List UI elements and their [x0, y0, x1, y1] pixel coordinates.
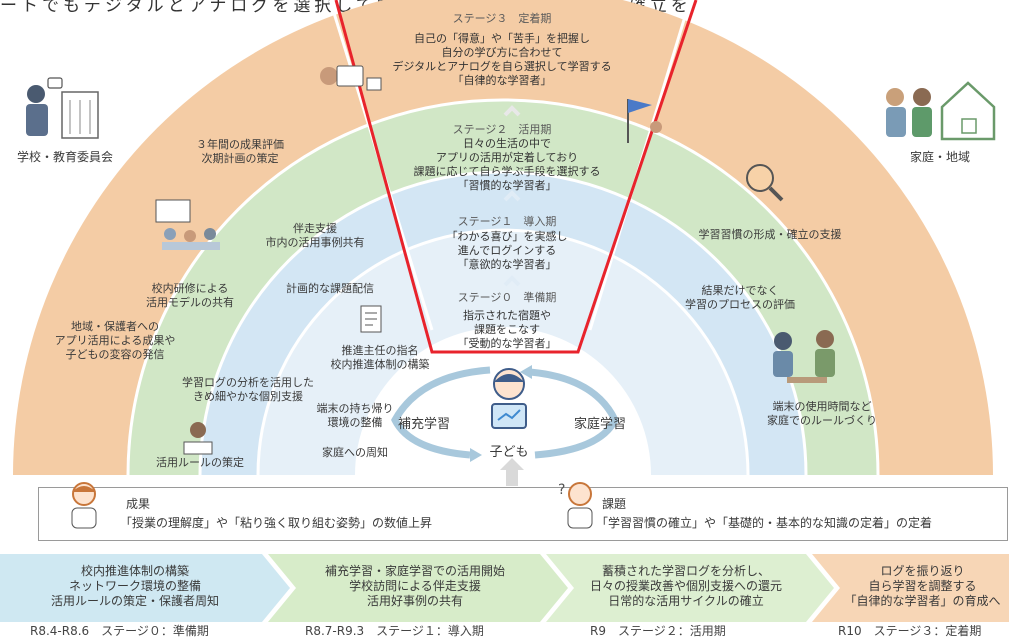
habit-item: 学習習慣の形成・確立の支援	[698, 228, 842, 241]
stage2-title: ステージ２ 活用期	[452, 123, 552, 136]
coordinator-item: 推進主任の指名 校内推進体制の構築	[330, 344, 430, 371]
up-arrow	[500, 458, 524, 486]
highlight-outline	[334, 0, 698, 354]
result-text: 「授業の理解度」や「粘り強く取り組む姿勢」の数値上昇	[120, 516, 433, 530]
child-icon	[484, 366, 534, 436]
issue-text: 「学習習慣の確立」や「基礎的・基本的な知識の定着」の定着	[596, 516, 933, 530]
result-label: 成果	[126, 497, 151, 511]
eval-item: ３年間の成果評価 次期計画の策定	[196, 138, 284, 165]
result-person-icon	[62, 478, 106, 530]
phase-label-4: R10 ステージ３：定着期	[838, 624, 982, 638]
rules-item: 活用ルールの策定	[156, 456, 244, 469]
flag-climber-illustration	[622, 95, 666, 145]
process-item: 結果だけでなく 学習のプロセスの評価	[685, 284, 795, 311]
roadmap-step-3-shape	[546, 554, 834, 622]
roadmap-step-4-shape	[812, 554, 1009, 622]
student-tablet-illustration	[315, 60, 395, 110]
school-label: 学校・教育委員会	[16, 150, 113, 164]
supplement-arrow	[391, 366, 491, 459]
writing-child-illustration	[178, 420, 218, 458]
roadmap-chevrons	[0, 554, 1009, 622]
magnifier-icon	[742, 160, 786, 204]
roadmap-step-2: 補充学習・家庭学習での活用開始 学校訪問による伴走支援 活用好事例の共有	[324, 564, 505, 608]
child-label: 子ども	[489, 445, 529, 460]
community-item: 地域・保護者への アプリ活用による成果や 子どもの変容の発信	[54, 320, 176, 361]
home-icon	[880, 75, 1000, 145]
planned-item: 計画的な課題配信	[286, 282, 374, 295]
roadmap-step-1: 校内推進体制の構築 ネットワーク環境の整備 活用ルールの策定・保護者周知	[50, 564, 219, 608]
phase-label-3: R9 ステージ２：活用期	[590, 624, 726, 638]
training-item: 校内研修による 活用モデルの共有	[146, 282, 234, 309]
issue-person-icon: ?	[554, 478, 598, 530]
roadmap-step-1-shape	[0, 554, 290, 622]
meeting-illustration	[150, 198, 230, 258]
school-icon	[14, 72, 104, 142]
document-icon	[360, 305, 384, 335]
stage0-body: 指示された宿題や 課題をこなす 「受動的な学習者」	[457, 309, 557, 350]
logs-item: 学習ログの分析を活用した きめ細やかな個別支援	[182, 376, 314, 403]
stage3-title: ステージ３ 定着期	[452, 12, 552, 25]
issue-label: 課題	[602, 497, 627, 511]
stage3-body: 自己の「得意」や「苦手」を把握し 自分の学び方に合わせて デジタルとアナログを自…	[392, 32, 612, 87]
phase-label-1: R8.4-R8.6 ステージ０：準備期	[30, 624, 209, 638]
stage1-title: ステージ１ 導入期	[457, 215, 557, 228]
home-learning-label: 家庭学習	[573, 417, 626, 432]
outcome-box	[38, 487, 1008, 541]
stage0-title: ステージ０ 準備期	[457, 291, 557, 304]
devices-item: 端末の持ち帰り 環境の整備	[316, 402, 394, 429]
home-arrow	[529, 368, 619, 459]
notice-item: 家庭への周知	[322, 446, 388, 459]
homerules-item: 端末の使用時間など 家庭でのルールづくり	[767, 400, 877, 427]
center-area	[355, 327, 651, 475]
roadmap-step-3: 蓄積された学習ログを分析し、 日々の授業改善や個別支援への還元 日常的な活用サイ…	[589, 564, 782, 608]
phase-label-2: R8.7-R9.3 ステージ１：導入期	[305, 624, 484, 638]
roadmap-step-2-shape	[268, 554, 568, 622]
supplement-label: 補充学習	[397, 417, 450, 432]
stage2-body: 日々の生活の中で アプリの活用が定着しており 課題に応じて自ら学ぶ手段を選択する…	[413, 137, 601, 192]
family-illustration	[765, 325, 845, 395]
svg-text:?: ?	[558, 482, 565, 498]
stage1-body: 「わかる喜び」を実感し 進んでログインする 「意欲的な学習者」	[446, 230, 568, 271]
companion-item: 伴走支援 市内の活用事例共有	[265, 222, 365, 249]
home-label: 家庭・地域	[909, 150, 970, 164]
roadmap-step-4: ログを振り返り 自ら学習を調整する 「自律的な学習者」の育成へ	[844, 564, 1001, 608]
